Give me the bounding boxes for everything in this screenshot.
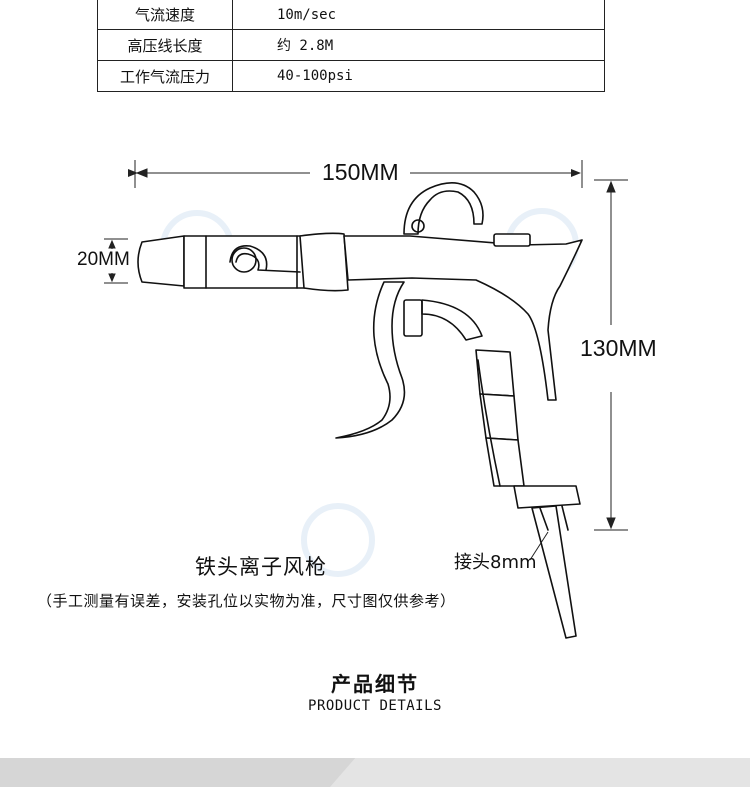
width-dimension-line bbox=[128, 160, 583, 188]
spec-table: 气流速度 10m/sec 高压线长度 约 2.8M 工作气流压力 40-100p… bbox=[97, 0, 605, 92]
nozzle-dimension-label: 20MM bbox=[77, 249, 130, 270]
joint-leader-line bbox=[529, 531, 549, 561]
product-name: 铁头离子风枪 bbox=[195, 555, 327, 579]
joint-label: 接头8mm bbox=[454, 552, 537, 573]
measurement-note: （手工测量有误差，安装孔位以实物为准，尺寸图仅供参考） bbox=[37, 592, 456, 610]
product-dimension-drawing bbox=[104, 160, 628, 639]
spec-row: 高压线长度 约 2.8M bbox=[97, 29, 605, 61]
spec-label: 高压线长度 bbox=[97, 29, 233, 61]
spec-label: 气流速度 bbox=[97, 0, 233, 30]
width-dimension-label: 150MM bbox=[322, 159, 399, 185]
height-dimension-line bbox=[594, 179, 628, 531]
section-subtitle: PRODUCT DETAILS bbox=[308, 698, 442, 714]
spec-label: 工作气流压力 bbox=[97, 60, 233, 92]
spec-row: 气流速度 10m/sec bbox=[97, 0, 605, 30]
height-dimension-label: 130MM bbox=[580, 335, 657, 361]
nozzle-dimension-line bbox=[104, 238, 128, 284]
footer-bar-highlight bbox=[330, 758, 750, 787]
section-title: 产品细节 bbox=[331, 672, 419, 696]
spec-value: 40-100psi bbox=[232, 60, 605, 92]
footer-bar bbox=[0, 758, 750, 787]
spec-row: 工作气流压力 40-100psi bbox=[97, 60, 605, 92]
ion-air-gun-outline bbox=[137, 182, 583, 639]
